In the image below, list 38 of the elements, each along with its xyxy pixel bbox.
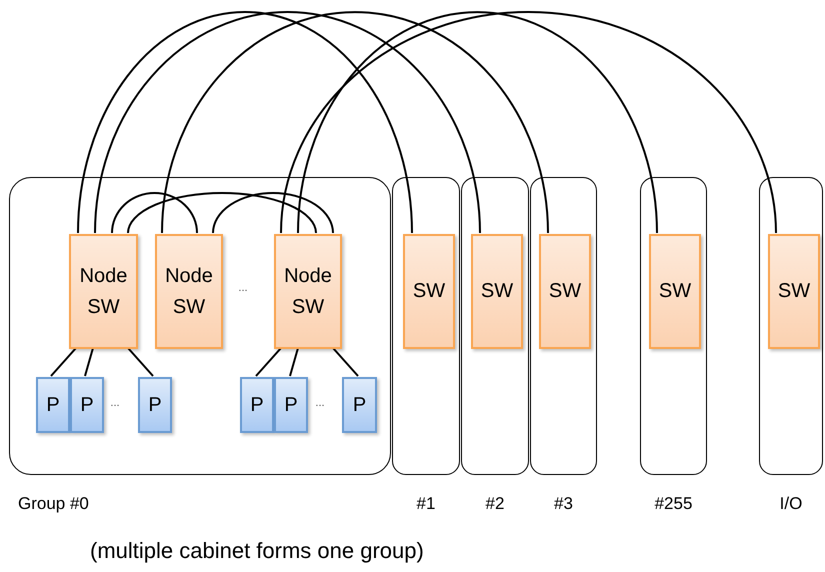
link-line xyxy=(127,347,154,377)
link-line xyxy=(255,347,282,377)
group-label: #2 xyxy=(486,494,504,514)
link-line xyxy=(289,348,299,376)
cable-arc xyxy=(111,192,198,234)
switch-box: SW xyxy=(649,234,701,349)
cable-arc xyxy=(77,11,413,234)
group-label: #255 xyxy=(654,494,692,514)
group-label: Group #0 xyxy=(18,494,89,514)
cable-arc xyxy=(212,192,334,234)
switch-box: SW xyxy=(768,234,820,349)
processor-box: P xyxy=(138,377,172,433)
cable-arc xyxy=(297,11,658,234)
group-label: #3 xyxy=(554,494,573,514)
ellipsis-text: ... xyxy=(315,397,325,409)
link-line xyxy=(84,348,94,376)
link-line xyxy=(50,347,77,377)
switch-box: Node SW xyxy=(274,234,342,349)
processor-box: P xyxy=(240,377,274,433)
ellipsis-text: ... xyxy=(110,397,120,409)
processor-box: P xyxy=(274,377,308,433)
caption: (multiple cabinet forms one group) xyxy=(90,538,424,564)
processor-box: P xyxy=(36,377,70,433)
switch-box: SW xyxy=(403,234,455,349)
switch-box: Node SW xyxy=(155,234,223,349)
group-label: #1 xyxy=(416,494,436,514)
link-line xyxy=(332,347,359,377)
cable-arc xyxy=(94,11,481,234)
cable-arc xyxy=(127,192,317,234)
switch-box: Node SW xyxy=(69,234,138,349)
switch-box: SW xyxy=(539,234,591,349)
switch-box: SW xyxy=(471,234,523,349)
processor-box: P xyxy=(342,377,377,433)
cable-arc xyxy=(280,11,777,234)
ellipsis-text: ... xyxy=(238,282,248,294)
processor-box: P xyxy=(70,377,104,433)
group-label: I/O xyxy=(780,494,802,514)
cable-arc xyxy=(161,11,549,234)
